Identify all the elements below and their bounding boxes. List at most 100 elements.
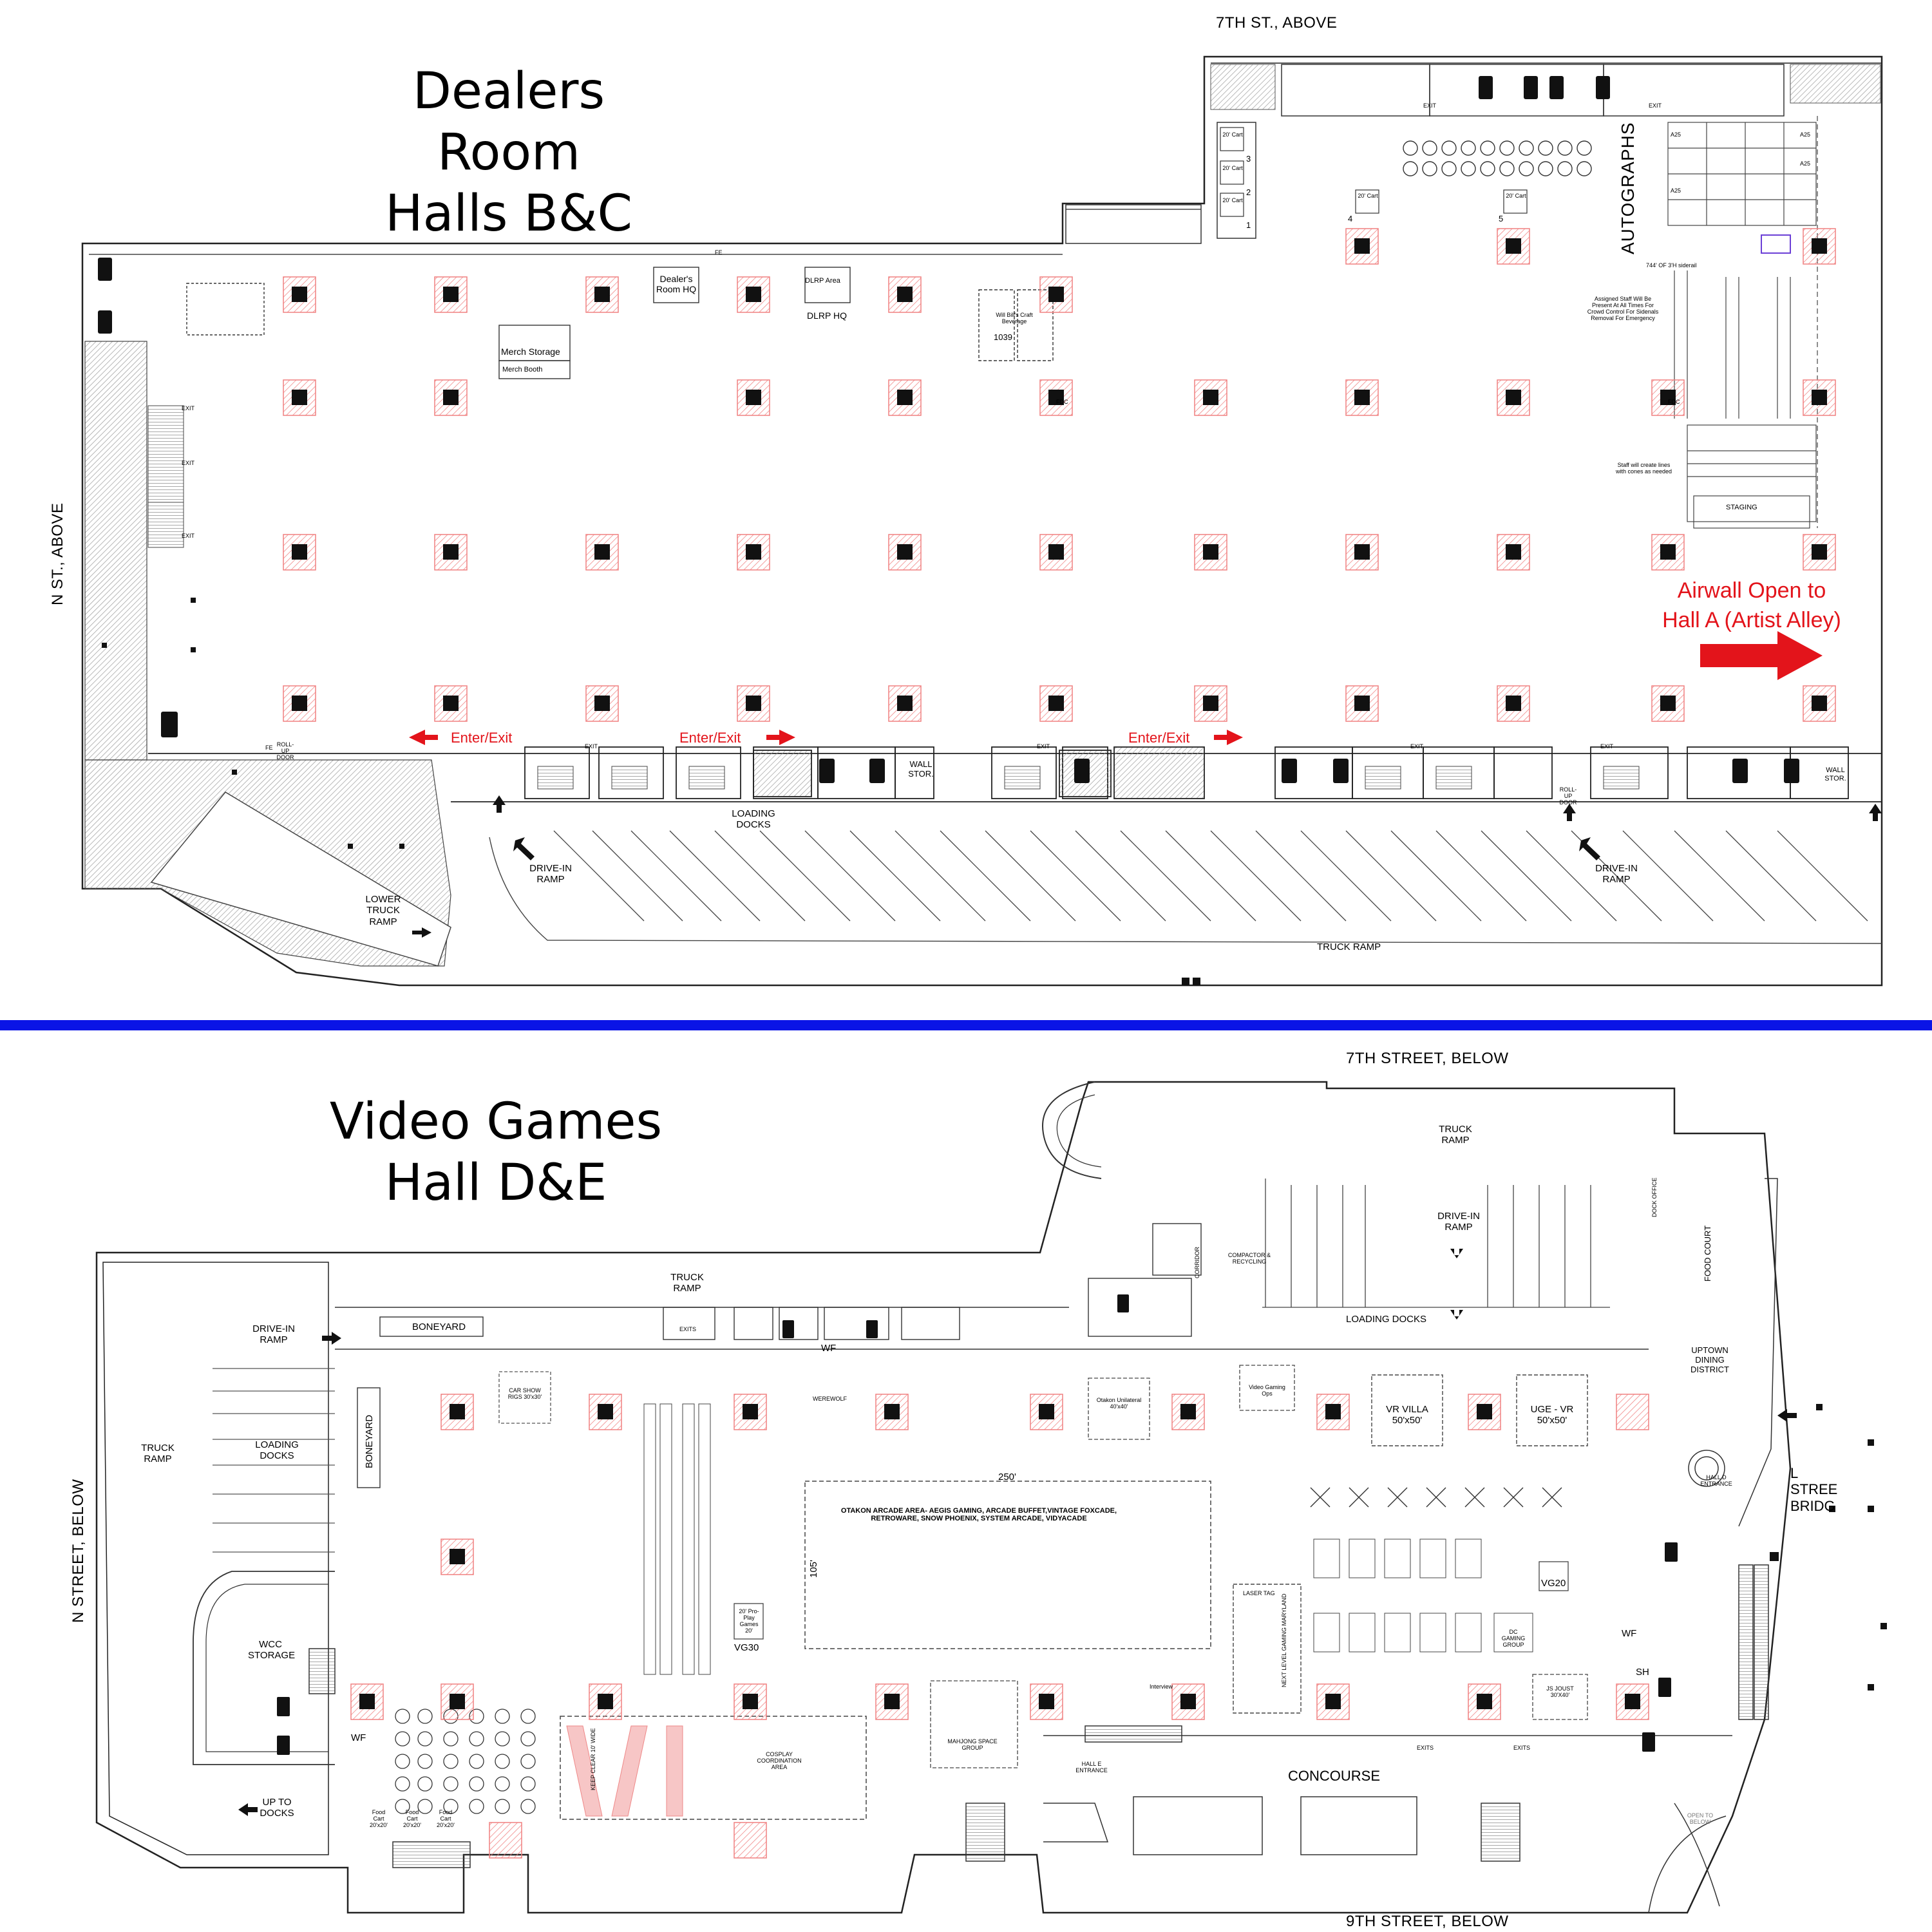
open-to-below-label: OPEN TO BELOW [1687,1812,1714,1825]
airwall-arrow [1700,631,1823,680]
food-court-label: FOOD COURT [1703,1225,1712,1282]
enter-exit-arrows [409,730,1243,745]
exit-label-5: EXIT [1037,743,1050,750]
dock-office-label: DOCK OFFICE [1651,1177,1658,1217]
car-show-rigs-label: CAR SHOW RIGS 30'x30' [507,1387,542,1400]
exit-label-7: EXIT [1600,743,1614,750]
interview-label: Interview [1150,1683,1173,1690]
cart-number-2: 2 [1246,187,1251,197]
pro-play-label: 20' Pro-Play Games 20' [739,1608,759,1634]
loading-docks-top: LOADING DOCKS [732,808,775,831]
food-cart-3: Food Cart 20'x20' [437,1809,455,1828]
truck-ramp-west: TRUCK RAMP [141,1443,175,1465]
uptown-dining-label: UPTOWN DINING DISTRICT [1690,1345,1729,1374]
dealers-room-outline [81,55,1883,987]
booth-1039-label: 1039 [994,332,1012,342]
drive-in-ramp-top-2: DRIVE-IN RAMP [1595,863,1638,886]
cart-boxes [1220,127,1528,217]
bottom-small-columns [1770,1404,1887,1690]
dlrp-hq-label: DLRP HQ [807,310,847,321]
wf-label-1: WF [351,1732,366,1743]
cart-label-1: 20' Cart [1222,131,1243,138]
boneyard-side [357,1387,381,1488]
bottom-street-west: N STREET, BELOW [70,1479,87,1623]
fdc-label-1: FDC [1056,399,1068,405]
mahjong-box [930,1680,1018,1768]
siderail-note: 744' OF 3'H siderail [1646,262,1697,269]
keep-clear-stripes [566,1725,683,1817]
keep-clear-label: KEEP CLEAR 10' WIDE [590,1728,596,1790]
cart-label-3: 20' Cart [1222,197,1243,204]
uge-vr-box [1516,1374,1588,1446]
north-loading-dock-lines [1262,1179,1610,1308]
cart-label-2: 20' Cart [1222,165,1243,171]
cart-number-1: 1 [1246,220,1251,230]
vg20-box [1539,1561,1569,1591]
airwall-notice: Airwall Open to Hall A (Artist Alley) [1629,576,1874,636]
southwest-round-tables [395,1709,536,1814]
south-restroom-icons [98,258,1799,783]
east-table-blocks [1313,1539,1533,1653]
truck-ramp-curve [489,837,1882,944]
exits-label-3: EXITS [1513,1745,1531,1751]
bottom-direction-arrows [238,1249,1797,1816]
hall-e-entrance-label: HALL E ENTRANCE [1075,1761,1108,1774]
uge-vr-label: UGE - VR 50'x50' [1530,1404,1574,1426]
enter-exit-2: Enter/Exit [679,730,741,746]
merch-and-hq-boxes [186,267,1054,379]
pro-play-box [734,1603,764,1640]
boneyard-label-top: BONEYARD [412,1321,466,1332]
enter-exit-1: Enter/Exit [451,730,513,746]
fdc-label-2: FDC [1668,399,1680,405]
dealers-column-grid [283,228,1836,722]
north-rotunda [1042,1081,1102,1179]
top-small-columns [102,598,1200,985]
north-round-tables [1403,140,1592,176]
werewolf-label: WEREWOLF [813,1396,847,1402]
top-street-north: 7TH ST., ABOVE [1216,14,1338,32]
drive-in-ramp-lines [553,830,1868,922]
compactor-label: COMPACTOR & RECYCLING [1227,1252,1271,1265]
title-line-2: Halls B&C [384,185,633,243]
bottom-restroom-icons [277,1294,1678,1755]
exit-label-6: EXIT [1410,743,1424,750]
north-dock-strip [335,1223,1649,1350]
section-divider [0,1020,1932,1030]
loading-docks-west: LOADING DOCKS [255,1439,299,1462]
arcade-area-label: OTAKON ARCADE AREA- AEGIS GAMING, ARCADE… [840,1507,1117,1523]
bottom-street-north: 7TH STREET, BELOW [1346,1050,1509,1067]
central-table-strips [643,1403,711,1675]
truck-ramp-north: TRUCK RAMP [1439,1124,1472,1146]
exit-label-8: EXIT [1423,102,1437,109]
truck-ramp-top-label: TRUCK RAMP [1317,942,1381,952]
staff-lines-note: Staff will create lines with cones as ne… [1615,462,1672,475]
loading-docks-north: LOADING DOCKS [1346,1314,1427,1325]
autographs-label: AUTOGRAPHS [1618,122,1638,254]
enter-exit-3: Enter/Exit [1128,730,1190,746]
cart-number-3: 3 [1246,154,1251,164]
north-rotunda-inner [1056,1094,1102,1168]
top-street-west: N ST., ABOVE [49,502,66,605]
up-to-docks-label: UP TO DOCKS [260,1797,294,1819]
vg-title-line-1: Video Games [329,1093,663,1151]
black-direction-arrows [412,795,1882,938]
concourse-label: CONCOURSE [1288,1768,1381,1784]
exit-label-1: EXIT [182,405,195,412]
video-gaming-ops-box [1239,1365,1295,1411]
next-level-label: NEXT LEVEL GAMING MARYLAND [1281,1593,1287,1687]
wf-label-2: WF [821,1343,837,1354]
drive-in-ramp-west: DRIVE-IN RAMP [252,1323,295,1346]
lower-ramp-inner [150,791,451,967]
truck-ramp-center: TRUCK RAMP [670,1272,704,1294]
merch-booth-label: Merch Booth [502,366,543,374]
drive-in-ramp-top-1: DRIVE-IN RAMP [529,863,572,886]
airwall-line-2: Hall A (Artist Alley) [1662,607,1841,632]
boneyard-top [379,1316,484,1337]
bottom-street-south: 9TH STREET, BELOW [1346,1913,1509,1930]
truck-ramp-west-lines [213,1368,335,1553]
sh-label: SH [1636,1667,1649,1678]
wall-stor-2: WALL STOR. [1824,766,1846,782]
cart-label-5: 20' Cart [1506,193,1526,199]
roll-up-door-1: ROLL-UP DOOR [276,741,294,761]
